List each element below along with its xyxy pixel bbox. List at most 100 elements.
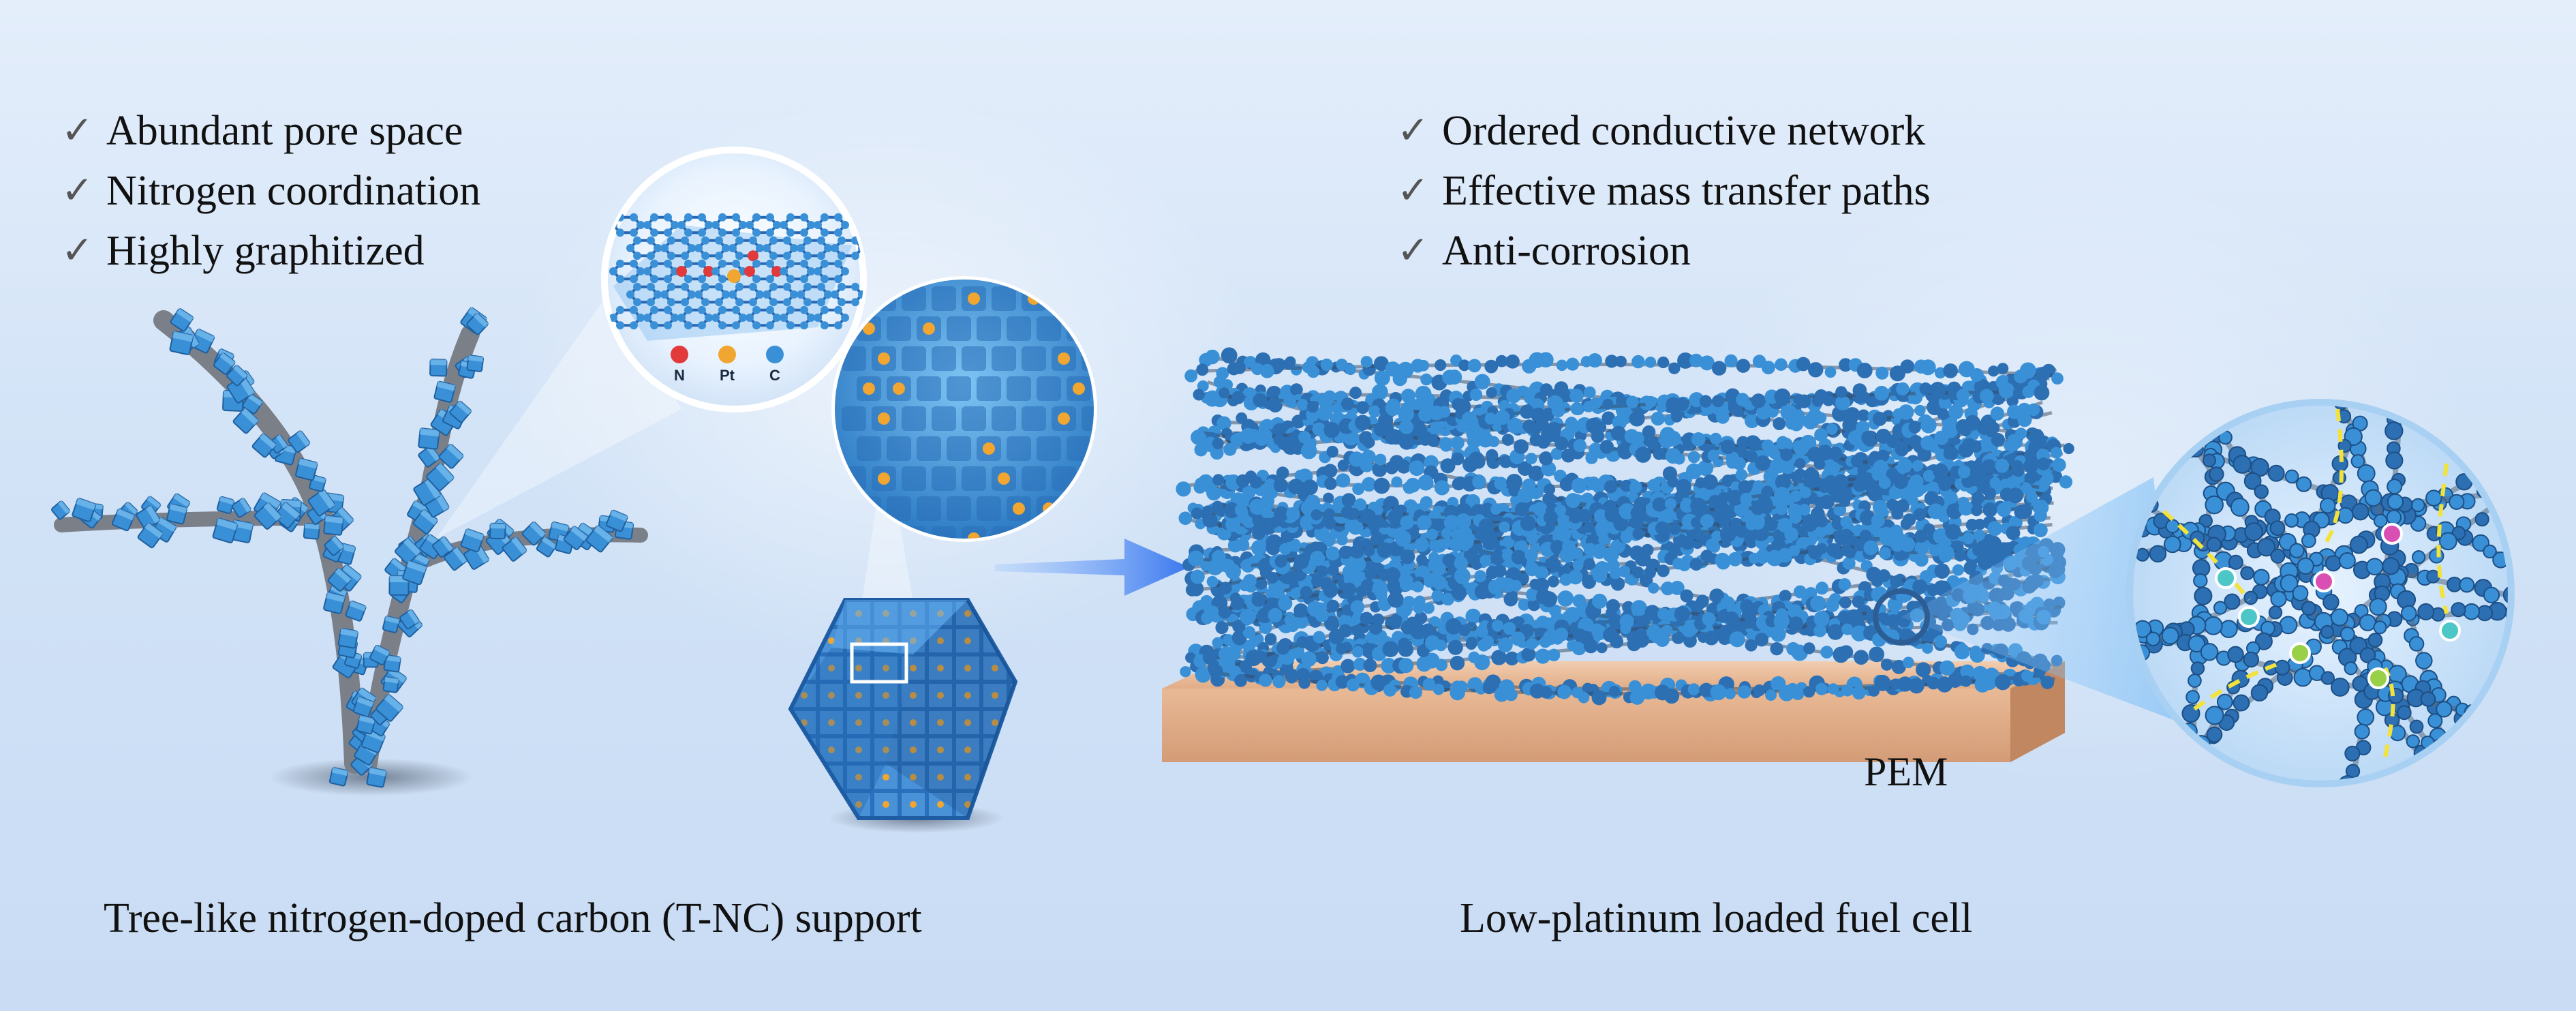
fiber-bead <box>1984 487 1997 500</box>
pore <box>1037 376 1061 401</box>
fiber-bead <box>1510 579 1522 592</box>
fiber-bead <box>1765 689 1777 701</box>
fiber-bead <box>1373 356 1389 372</box>
fiber-bead <box>2301 601 2316 616</box>
fiber-bead <box>1409 685 1423 699</box>
nanocube <box>433 380 456 403</box>
fiber-bead <box>1644 357 1657 368</box>
fiber-bead <box>2267 464 2285 482</box>
fiber-bead <box>2153 802 2167 815</box>
nanocube <box>366 767 387 788</box>
carbon-atom <box>752 275 761 284</box>
fiber-bead <box>1452 585 1467 601</box>
fiber-bead <box>1240 560 1252 571</box>
carbon-atom <box>735 298 743 307</box>
fiber-bead <box>1938 545 1954 562</box>
fiber-bead <box>1954 644 1970 660</box>
fiber-bead <box>2449 494 2465 510</box>
fiber-bead <box>1838 578 1852 591</box>
fiber-bead <box>1539 686 1552 699</box>
fiber-bead <box>1920 359 1936 376</box>
carbon-atom <box>684 305 692 314</box>
fiber-bead <box>1591 690 1607 706</box>
fiber-bead <box>2387 479 2403 495</box>
fiber-bead <box>1363 659 1377 673</box>
fiber-bead <box>1405 477 1421 493</box>
fiber-bead <box>1325 546 1340 561</box>
fiber-bead <box>1571 548 1583 560</box>
fiber-bead <box>1360 612 1373 625</box>
fiber-bead <box>1527 598 1541 612</box>
fiber-bead <box>1455 513 1472 530</box>
fiber-bead <box>1651 411 1665 426</box>
fiber-bead <box>1583 558 1595 571</box>
fiber-bead <box>2538 765 2556 783</box>
nanocube <box>328 767 349 787</box>
fiber-bead <box>1534 566 1549 580</box>
fiber-bead <box>1720 439 1736 455</box>
fiber-bead <box>2382 557 2400 575</box>
carbon-atom <box>667 298 675 307</box>
fiber-bead <box>1768 447 1780 459</box>
fiber-bead <box>1452 477 1465 491</box>
fiber-bead <box>1447 639 1463 655</box>
fiber-bead <box>1431 590 1443 602</box>
carbon-atom <box>831 290 839 299</box>
fiber-bead <box>1791 687 1805 700</box>
fiber-bead <box>1705 538 1719 552</box>
fiber-bead <box>1494 686 1509 702</box>
carbon-atom <box>817 298 825 307</box>
fiber-bead <box>1185 652 1197 663</box>
fiber-bead <box>1442 553 1456 568</box>
fiber-bead <box>2240 566 2254 581</box>
pore <box>1022 466 1046 491</box>
fiber-bead <box>2094 470 2112 488</box>
carbon-atom <box>732 259 740 268</box>
pore <box>932 466 956 491</box>
pore <box>917 496 941 521</box>
fiber-bead <box>2504 483 2508 499</box>
fiber-bead <box>2513 858 2525 870</box>
fiber-bead <box>1618 565 1631 578</box>
fiber-bead <box>2021 669 2034 682</box>
fiber-bead <box>1458 526 1473 541</box>
fiber-bead <box>1946 503 1963 519</box>
fiber-bead <box>1414 537 1429 552</box>
carbon-atom <box>643 221 651 229</box>
fiber-bead <box>1571 477 1587 494</box>
fiber-bead <box>1922 470 1935 482</box>
fiber-bead <box>2436 701 2453 718</box>
carbon-atom <box>732 228 740 237</box>
fiber-bead <box>2250 684 2269 701</box>
fiber-bead <box>1841 544 1853 557</box>
carbon-atom <box>817 282 825 291</box>
fiber-bead <box>2117 866 2133 883</box>
carbon-atom <box>718 259 726 268</box>
fiber-bead <box>1349 451 1364 467</box>
fiber-bead <box>1755 549 1770 564</box>
fiber-bead <box>1501 549 1514 562</box>
fiber-bead <box>1338 624 1352 638</box>
fiber-bead <box>1753 684 1766 697</box>
fiber-bead <box>1361 449 1376 465</box>
fiber-bead <box>2441 756 2458 773</box>
fiber-bead <box>2458 796 2476 813</box>
fiber-bead <box>1236 474 1250 488</box>
fiber-bead <box>1253 393 1268 408</box>
fiber-bead <box>1615 355 1627 367</box>
fiber-bead <box>1661 624 1673 636</box>
fiber-bead <box>2534 597 2549 613</box>
fiber-bead <box>1773 487 1790 503</box>
nanocube <box>395 538 421 564</box>
fiber-bead <box>1854 650 1869 665</box>
fiber-bead <box>1629 481 1642 494</box>
nanocube <box>585 525 613 553</box>
carbon-atom <box>834 228 842 237</box>
nanocube <box>327 567 352 592</box>
fiber-bead <box>1599 440 1614 454</box>
fiber-bead <box>2212 406 2230 421</box>
fiber-bead <box>2143 433 2162 453</box>
fiber-bead <box>1779 590 1792 603</box>
carbon-atom <box>763 290 771 299</box>
fiber-bead <box>2168 753 2188 772</box>
